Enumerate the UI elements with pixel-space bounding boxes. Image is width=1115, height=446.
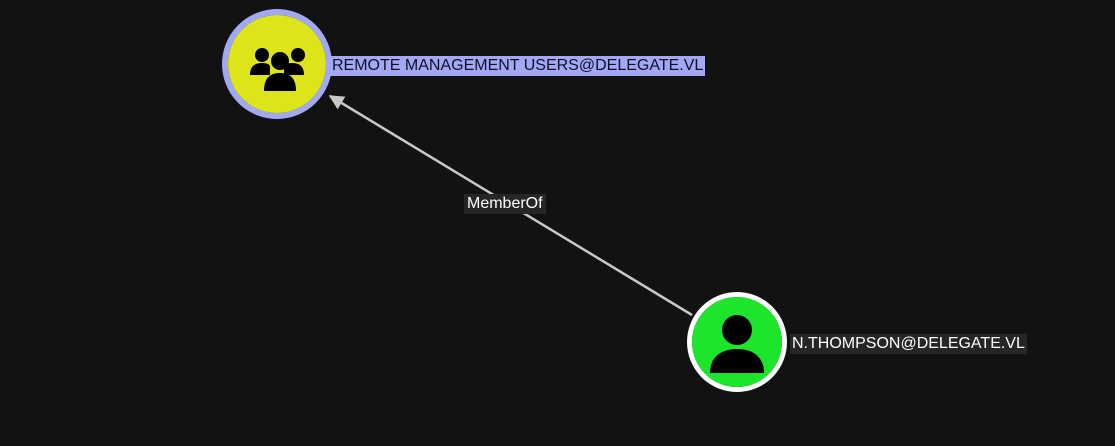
user-icon [692,297,782,387]
user-node-label[interactable]: N.THOMPSON@DELEGATE.VL [790,334,1027,354]
user-node[interactable] [687,292,787,392]
group-node[interactable] [222,9,332,119]
group-node-label[interactable]: REMOTE MANAGEMENT USERS@DELEGATE.VL [330,56,706,76]
users-group-icon [228,15,326,113]
edge-memberof-label[interactable]: MemberOf [464,194,546,214]
